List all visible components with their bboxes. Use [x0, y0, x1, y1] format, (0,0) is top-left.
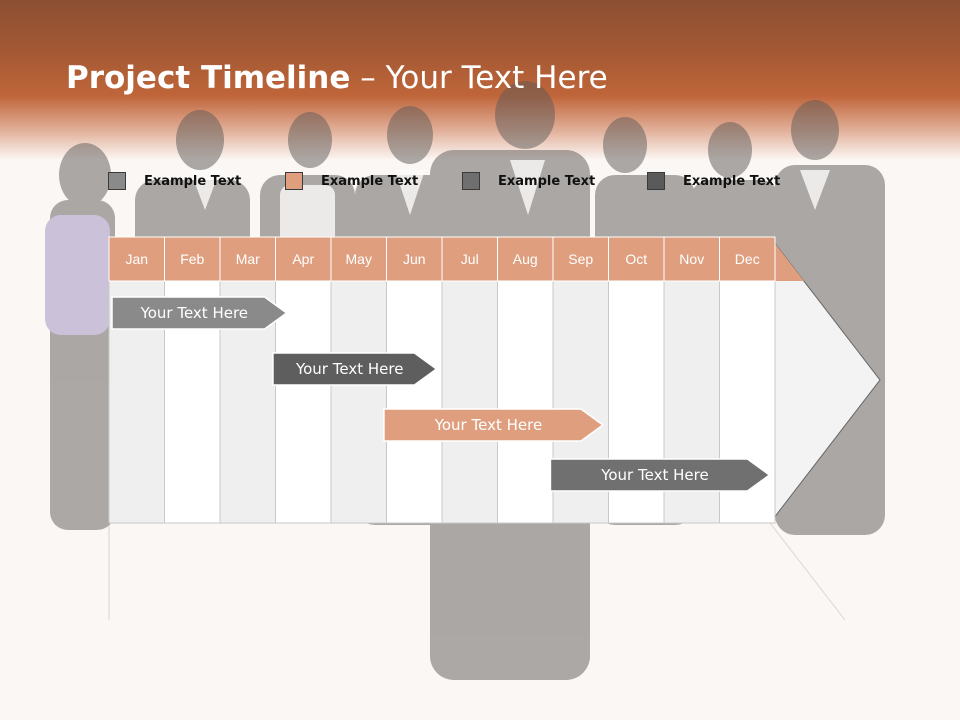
month-header-cell — [719, 236, 776, 282]
legend-label: Example Text — [683, 173, 781, 189]
legend-swatch — [462, 172, 480, 190]
title-bold: Project Timeline — [66, 60, 351, 96]
task-bar — [383, 408, 605, 442]
title-rest: – Your Text Here — [350, 60, 608, 96]
task-bar — [272, 352, 438, 386]
month-label: May — [346, 251, 372, 267]
legend-item: Example Text — [285, 170, 418, 192]
month-label: Jul — [461, 251, 479, 267]
task-label: Your Text Here — [140, 304, 248, 322]
month-header-cell — [386, 236, 443, 282]
month-label: Apr — [292, 251, 314, 267]
month-column — [330, 280, 387, 524]
month-header-cell — [164, 236, 221, 282]
month-label: Sep — [568, 251, 593, 267]
month-column — [497, 280, 554, 524]
month-label: Mar — [236, 251, 260, 267]
legend-swatch — [285, 172, 303, 190]
task-label: Your Text Here — [295, 360, 403, 378]
task-label: Your Text Here — [434, 416, 542, 434]
legend-label: Example Text — [144, 173, 242, 189]
legend-item: Example Text — [108, 170, 241, 192]
month-header-cell — [441, 236, 498, 282]
timeline-reflection — [108, 522, 846, 621]
month-column — [275, 280, 332, 524]
task-bar — [111, 296, 288, 330]
legend-item: Example Text — [462, 170, 595, 192]
month-label: Nov — [679, 251, 704, 267]
month-header-cell — [552, 236, 609, 282]
month-header-cell — [663, 236, 720, 282]
month-header-cell — [275, 236, 332, 282]
month-label: Dec — [735, 251, 760, 267]
month-label: Oct — [625, 251, 647, 267]
legend-label: Example Text — [321, 173, 419, 189]
month-label: Aug — [513, 251, 538, 267]
month-column — [441, 280, 498, 524]
month-label: Feb — [180, 251, 204, 267]
month-label: Jan — [125, 251, 148, 267]
page-title: Project Timeline – Your Text Here — [66, 60, 608, 96]
month-column — [386, 280, 443, 524]
arrow-header-tip — [770, 237, 804, 281]
legend-swatch — [108, 172, 126, 190]
task-label: Your Text Here — [600, 466, 708, 484]
month-header-cell — [608, 236, 665, 282]
legend-item: Example Text — [647, 170, 780, 192]
task-bar — [549, 458, 771, 492]
month-label: Jun — [403, 251, 426, 267]
legend-swatch — [647, 172, 665, 190]
legend-label: Example Text — [498, 173, 596, 189]
